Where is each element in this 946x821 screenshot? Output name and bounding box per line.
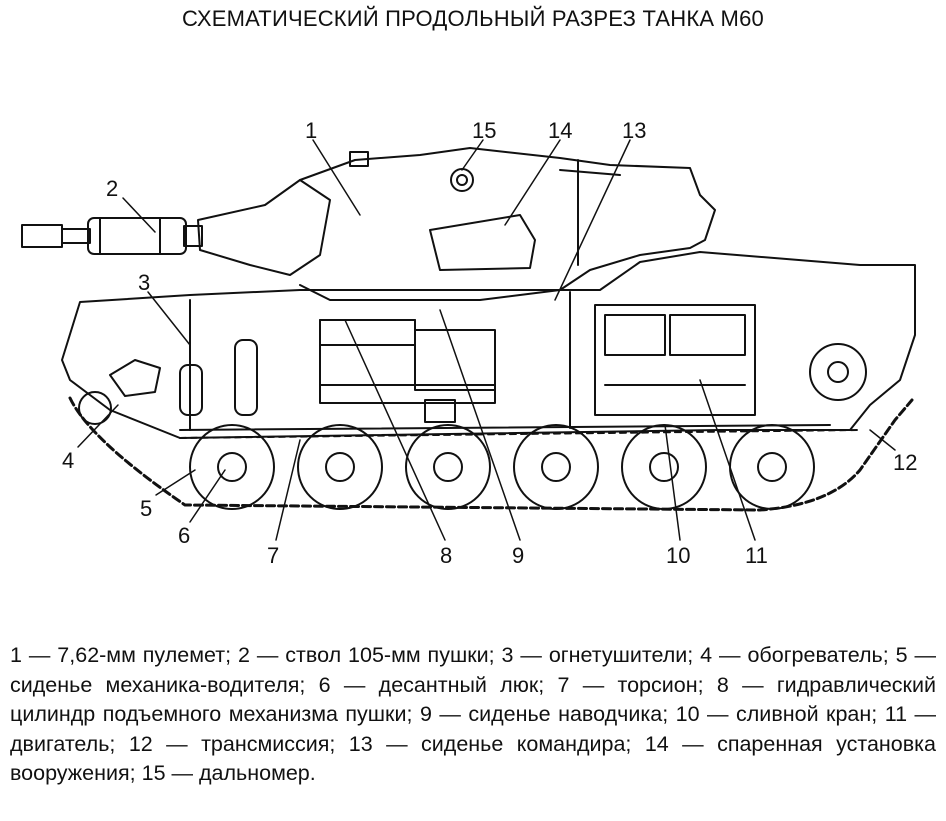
leader-lines bbox=[77, 139, 896, 541]
callout-9: 9 bbox=[512, 543, 525, 568]
legend-item-5: 5 — сиденье механика-водителя; bbox=[10, 643, 937, 697]
callout-15: 15 bbox=[472, 118, 497, 143]
hull bbox=[61, 251, 916, 439]
legend-item-15: 15 — дальномер. bbox=[141, 761, 316, 785]
diagram-title: СХЕМАТИЧЕСКИЙ ПРОДОЛЬНЫЙ РАЗРЕЗ ТАНКА М6… bbox=[182, 6, 764, 31]
legend-item-13: 13 — сиденье командира; bbox=[348, 731, 632, 756]
callout-3: 3 bbox=[138, 270, 151, 295]
legend-item-3: 3 — огнетушители; bbox=[501, 643, 694, 667]
rangefinder bbox=[450, 168, 474, 192]
callout-12: 12 bbox=[893, 450, 918, 475]
gun-barrel bbox=[21, 217, 203, 255]
extinguisher-2 bbox=[234, 339, 258, 416]
legend-item-4: 4 — обогреватель; bbox=[700, 643, 889, 667]
callout-7: 7 bbox=[267, 543, 280, 568]
road-wheels bbox=[189, 424, 815, 510]
heater bbox=[109, 359, 161, 397]
callout-13: 13 bbox=[622, 118, 647, 143]
transmission bbox=[809, 343, 867, 401]
callout-10: 10 bbox=[666, 543, 691, 568]
callout-8: 8 bbox=[440, 543, 453, 568]
track bbox=[68, 396, 914, 512]
turret bbox=[299, 147, 716, 301]
legend-item-12: 12 — трансмиссия; bbox=[128, 731, 336, 756]
coaxial-mount bbox=[429, 214, 536, 271]
legend-item-11: 11 —двигатель; bbox=[10, 702, 937, 756]
legend-item-10: 10 — сливной кран; bbox=[675, 702, 878, 726]
legend-item-1: 1 — 7,62-мм пулемет; bbox=[10, 643, 232, 667]
legend-item-6: 6 — десантный люк; bbox=[318, 672, 545, 697]
legend-item-7: 7 — торсион; bbox=[557, 672, 704, 697]
legend-item-9: 9 — сиденье наводчика; bbox=[419, 702, 669, 726]
legend-item-8: 8 — гидравлический цилиндр подъемного ме… bbox=[10, 672, 936, 727]
callout-14: 14 bbox=[548, 118, 573, 143]
callout-6: 6 bbox=[178, 523, 191, 548]
callout-5: 5 bbox=[140, 496, 153, 521]
legend-item-2: 2 — ствол 105-мм пушки; bbox=[238, 643, 495, 667]
callout-1: 1 bbox=[305, 118, 318, 143]
callout-4: 4 bbox=[62, 448, 75, 473]
gun-mantlet bbox=[197, 179, 331, 276]
engine-block bbox=[594, 304, 756, 416]
extinguisher-1 bbox=[179, 364, 203, 416]
legend-item-14: 14 — спаренная установка вооружения; bbox=[10, 731, 936, 786]
tank-cutaway-drawing bbox=[21, 139, 916, 541]
callout-2: 2 bbox=[106, 176, 119, 201]
callout-11: 11 bbox=[745, 543, 768, 568]
legend-caption: 1 — 7,62-мм пулемет; 2 — ствол 105-мм пу… bbox=[10, 641, 936, 789]
